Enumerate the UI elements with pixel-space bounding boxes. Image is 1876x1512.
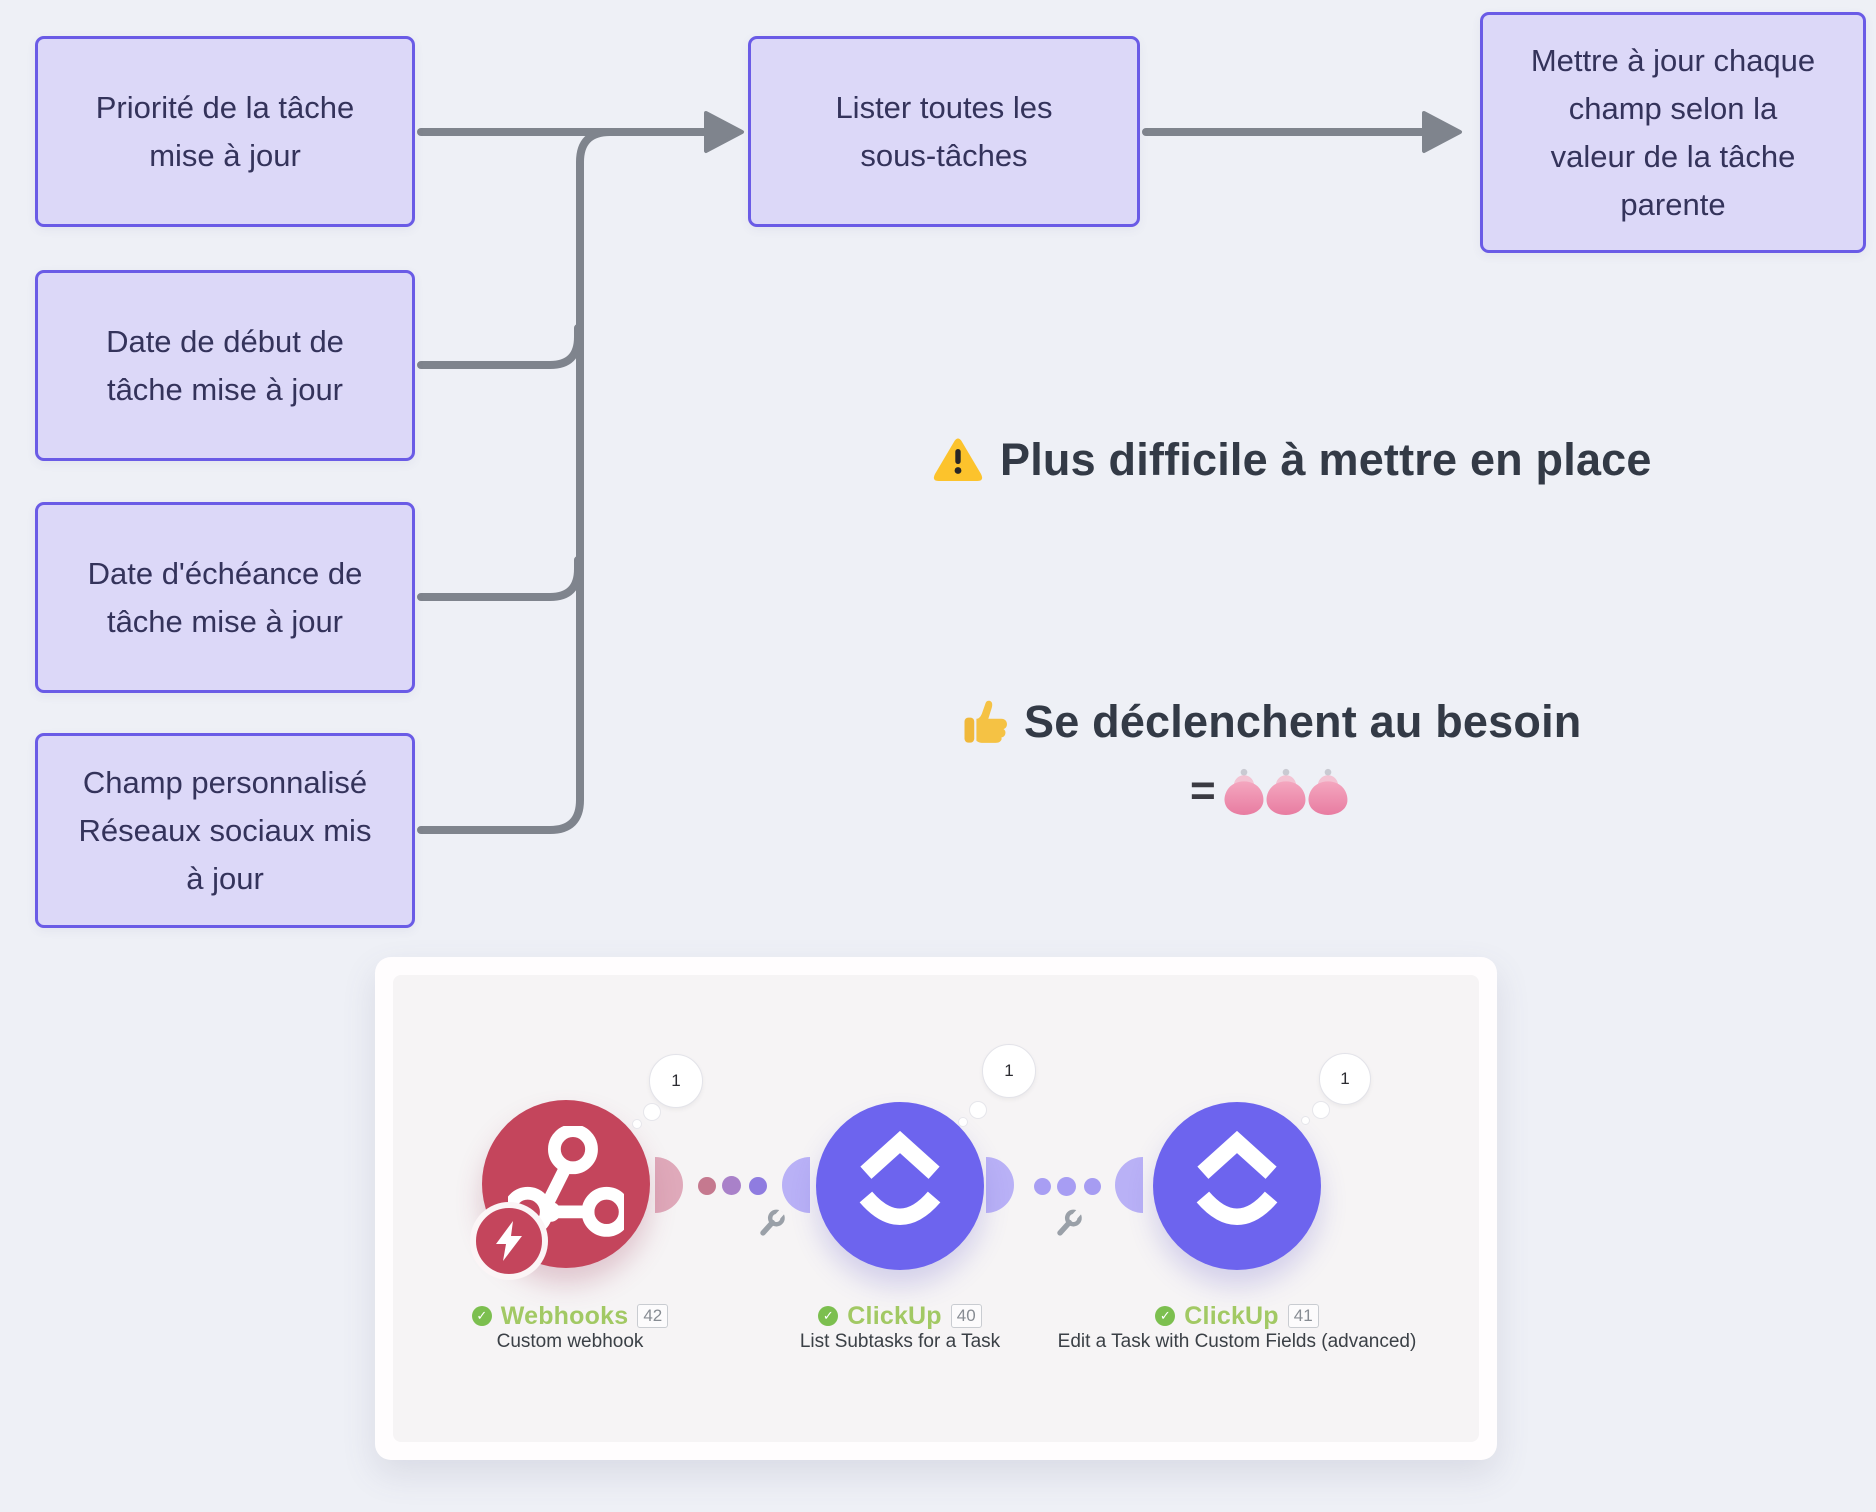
- module-description: List Subtasks for a Task: [799, 1331, 1001, 1352]
- bubble-tail: [958, 1117, 968, 1127]
- purse-icons: [1224, 766, 1352, 816]
- warning-triangle-icon: [933, 438, 983, 481]
- equals-purses-note[interactable]: =: [1190, 766, 1352, 816]
- bubble-tail: [969, 1101, 987, 1119]
- bubble-tail: [1301, 1116, 1310, 1125]
- flow-box-label: Date de début de tâche mise à jour: [106, 323, 344, 407]
- purse-icon: [1224, 768, 1264, 815]
- flow-box-update-fields[interactable]: Mettre à jour chaque champ selon la vale…: [1480, 12, 1866, 253]
- clickup-icon: [1196, 1131, 1278, 1225]
- clickup-icon: [859, 1131, 941, 1225]
- module-number-badge: 40: [950, 1304, 982, 1328]
- arrowhead-icon: [704, 111, 744, 153]
- run-count: 1: [1340, 1069, 1350, 1088]
- flow-box-due-date[interactable]: Date d'échéance de tâche mise à jour: [35, 502, 415, 693]
- benefit-note[interactable]: Se déclenchent au besoin: [958, 696, 1581, 748]
- module-label-clickup-41: ✓ ClickUp 41: [987, 1302, 1487, 1330]
- connector-dot: [749, 1177, 767, 1195]
- connector-dot: [698, 1177, 716, 1195]
- arrowhead-icon: [1422, 111, 1462, 153]
- module-description: Edit a Task with Custom Fields (advanced…: [1057, 1331, 1417, 1352]
- branch-line-2: [417, 324, 582, 369]
- equals-sign: =: [1190, 766, 1216, 815]
- benefit-note-text: Se déclenchent au besoin: [1024, 696, 1582, 747]
- warning-note-text: Plus difficile à mettre en place: [1000, 434, 1652, 485]
- module-app-name: ClickUp: [1184, 1301, 1279, 1330]
- wrench-icon[interactable]: [754, 1207, 788, 1241]
- check-circle-icon: ✓: [1155, 1306, 1176, 1326]
- thumbs-up-icon: [964, 700, 1007, 743]
- flow-box-label: Lister toutes les sous-tâches: [835, 89, 1053, 173]
- run-count-bubble[interactable]: 1: [982, 1044, 1036, 1098]
- instant-trigger-badge: [470, 1202, 548, 1280]
- flow-box-priority[interactable]: Priorité de la tâche mise à jour: [35, 36, 415, 227]
- flow-box-label: Mettre à jour chaque champ selon la vale…: [1530, 42, 1816, 222]
- module-number-badge: 41: [1287, 1304, 1319, 1328]
- flow-box-label: Date d'échéance de tâche mise à jour: [87, 555, 363, 639]
- module-label-webhooks: ✓ Webhooks 42: [320, 1302, 820, 1330]
- warning-note[interactable]: Plus difficile à mettre en place: [932, 434, 1652, 486]
- purse-icon: [1308, 768, 1348, 815]
- run-count: 1: [1004, 1061, 1014, 1080]
- connector-dot: [1034, 1178, 1051, 1195]
- run-count-bubble[interactable]: 1: [1319, 1053, 1371, 1105]
- connector-dot: [1084, 1178, 1101, 1195]
- module-clickup-40[interactable]: [816, 1102, 984, 1270]
- bubble-tail: [643, 1103, 661, 1121]
- check-circle-icon: ✓: [471, 1306, 492, 1326]
- bubble-tail: [632, 1119, 642, 1129]
- module-app-name: ClickUp: [847, 1301, 942, 1330]
- branch-line-3: [417, 556, 582, 601]
- module-number-badge: 42: [637, 1304, 669, 1328]
- flow-box-start-date[interactable]: Date de début de tâche mise à jour: [35, 270, 415, 461]
- wrench-icon[interactable]: [1051, 1207, 1085, 1241]
- bubble-tail: [1312, 1101, 1330, 1119]
- module-description: Custom webhook: [496, 1331, 644, 1352]
- flow-box-list-subtasks[interactable]: Lister toutes les sous-tâches: [748, 36, 1140, 227]
- purse-icon: [1266, 768, 1306, 815]
- connector-dot: [1057, 1177, 1076, 1196]
- check-circle-icon: ✓: [818, 1306, 839, 1326]
- flow-box-custom-field[interactable]: Champ personnalisé Réseaux sociaux mis à…: [35, 733, 415, 928]
- trunk-line: [417, 128, 614, 834]
- lightning-bolt-icon: [496, 1221, 522, 1261]
- run-count-bubble[interactable]: 1: [649, 1054, 703, 1108]
- module-app-name: Webhooks: [500, 1301, 629, 1330]
- flow-box-label: Champ personnalisé Réseaux sociaux mis à…: [78, 764, 372, 896]
- module-label-clickup-40: ✓ ClickUp 40: [650, 1302, 1150, 1330]
- run-count: 1: [671, 1071, 681, 1090]
- module-clickup-41[interactable]: [1153, 1102, 1321, 1270]
- flow-box-label: Priorité de la tâche mise à jour: [95, 89, 355, 173]
- connector-dot: [722, 1176, 741, 1195]
